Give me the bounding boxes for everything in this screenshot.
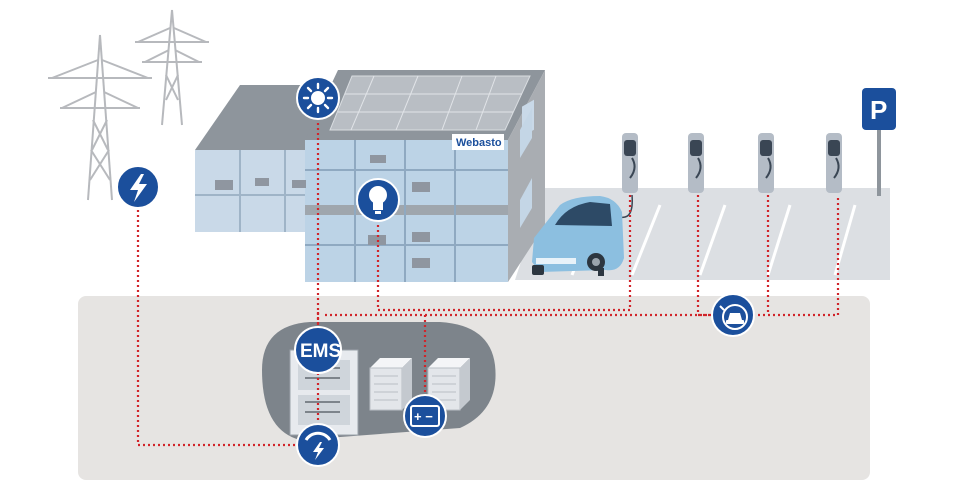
charger-2	[688, 133, 704, 193]
ems-controller-icon: EMS	[294, 326, 342, 374]
battery-label: + −	[414, 409, 433, 424]
power-pylons	[48, 9, 209, 201]
parking-sign-label: P	[870, 95, 887, 125]
energy-meter-icon	[296, 423, 340, 467]
ems-label: EMS	[300, 341, 341, 362]
charging-stations	[619, 133, 842, 219]
ev-charging-icon	[711, 293, 755, 337]
office-building: Webasto	[195, 70, 545, 282]
power-grid-icon	[116, 165, 160, 209]
charger-3	[758, 133, 774, 193]
battery-modules	[369, 358, 470, 411]
battery-icon: + −	[403, 394, 447, 438]
sun-icon	[296, 76, 340, 120]
parking-sign: P	[862, 88, 896, 196]
brand-label: Webasto	[456, 137, 502, 149]
connection-wires	[136, 118, 840, 447]
electric-car	[532, 196, 624, 276]
light-bulb-icon	[356, 178, 400, 222]
charger-4	[826, 133, 842, 193]
charger-1	[622, 133, 638, 193]
